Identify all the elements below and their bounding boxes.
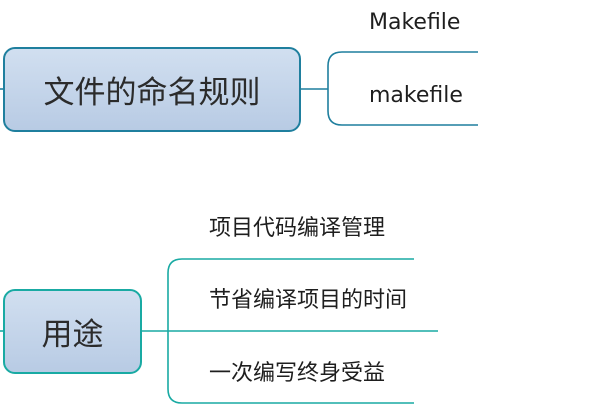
topic-2-child-2[interactable]: 节省编译项目的时间 (209, 288, 408, 313)
topic-2-child-3[interactable]: 一次编写终身受益 (209, 361, 386, 386)
topic-purpose[interactable]: 用途 (3, 289, 142, 374)
topic-1-child-1[interactable]: Makefile (369, 10, 461, 35)
topic-1-label: 文件的命名规则 (43, 75, 261, 111)
topic-2-child-1[interactable]: 项目代码编译管理 (209, 216, 386, 241)
topic-2-bracket (167, 258, 183, 404)
topic-2-connectors (0, 258, 438, 404)
topic-1-child-2[interactable]: makefile (369, 83, 463, 108)
topic-1-bracket (327, 51, 343, 126)
topic-1-connectors (0, 51, 478, 126)
topic-2-label: 用途 (41, 317, 104, 353)
topic-file-naming-rules[interactable]: 文件的命名规则 (3, 47, 301, 132)
